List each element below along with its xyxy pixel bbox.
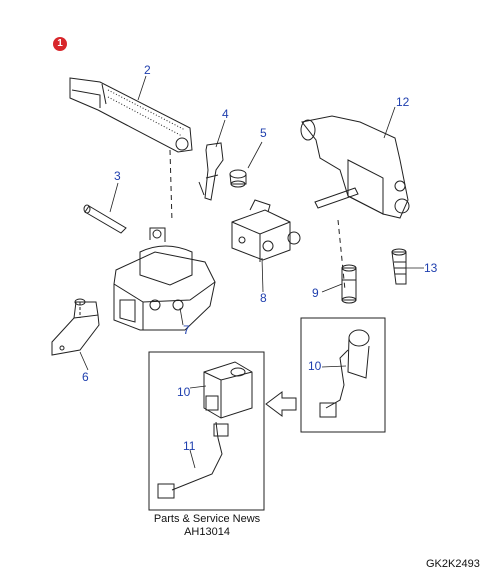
- callout-4: 4: [222, 107, 229, 121]
- service-news-note: Parts & Service News AH13014: [150, 513, 264, 539]
- handle-lever: [69, 77, 193, 223]
- step-badge: 1: [53, 37, 67, 51]
- base-housing: [113, 227, 216, 331]
- callout-5: 5: [260, 126, 267, 140]
- leader-lines: [79, 75, 424, 469]
- callout-8: 8: [260, 291, 267, 305]
- upper-valve-assembly: [300, 115, 410, 291]
- coil-detail-box: [148, 351, 265, 511]
- solenoid-detail-box: [300, 317, 386, 433]
- callout-11: 11: [183, 439, 196, 453]
- figure-code: GK2K2493: [426, 558, 480, 570]
- callout-3: 3: [114, 169, 121, 183]
- callout-10-right: 10: [308, 359, 322, 373]
- reference-arrow: [265, 391, 297, 417]
- note-number: AH13014: [184, 526, 230, 538]
- valve-block: [231, 199, 301, 262]
- callout-9: 9: [312, 286, 319, 300]
- bracket-part: [198, 142, 224, 201]
- fitting-part: [341, 264, 357, 304]
- callout-7: 7: [183, 323, 190, 337]
- sensor-part: [391, 248, 407, 285]
- mount-bracket: [51, 298, 100, 356]
- plug-part: [229, 169, 247, 188]
- callout-6: 6: [82, 370, 89, 384]
- note-title: Parts & Service News: [153, 513, 261, 525]
- callout-2: 2: [144, 63, 151, 77]
- callout-13: 13: [424, 261, 438, 275]
- callout-12: 12: [396, 95, 410, 109]
- callout-10-left: 10: [177, 385, 191, 399]
- pin-part: [83, 204, 127, 234]
